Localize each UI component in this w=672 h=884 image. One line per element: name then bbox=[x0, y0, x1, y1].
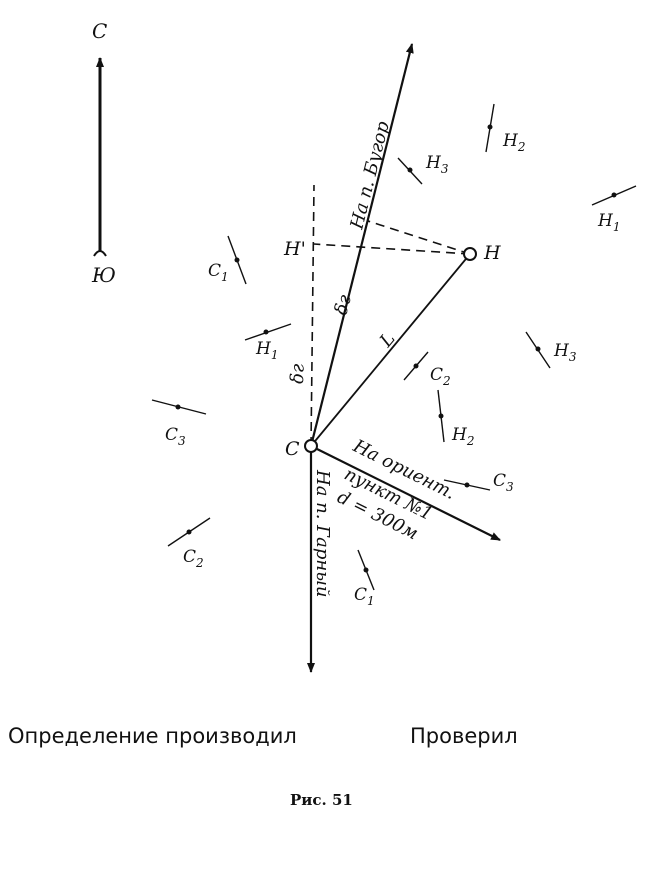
compass-north-label: С bbox=[92, 19, 107, 43]
mark-letter: С bbox=[493, 471, 506, 491]
mark-letter: С bbox=[183, 547, 196, 567]
mark-subscript: 1 bbox=[613, 220, 621, 234]
mark-label: С3 bbox=[165, 425, 186, 448]
label-point-h: Н bbox=[483, 242, 501, 264]
mark-subscript: 2 bbox=[517, 140, 526, 154]
mark-label: Н1 bbox=[255, 339, 278, 362]
mark-label: С2 bbox=[183, 547, 204, 570]
mark-label: Н1 bbox=[597, 211, 620, 234]
mark-subscript: 3 bbox=[441, 162, 449, 176]
mark-c2-middle: С2 bbox=[403, 351, 451, 388]
compass: С Ю bbox=[91, 19, 116, 287]
mark-subscript: 3 bbox=[569, 350, 577, 364]
point-h bbox=[463, 247, 477, 261]
label-angle-2: δг bbox=[287, 364, 309, 385]
line-L bbox=[310, 253, 471, 447]
mark-subscript: 3 bbox=[506, 480, 514, 494]
mark-letter: С bbox=[354, 585, 367, 605]
mark-subscript: 2 bbox=[442, 374, 451, 388]
label-to-bugor: На п. Бугор bbox=[346, 119, 394, 233]
point-c bbox=[304, 439, 318, 453]
compass-tail-icon bbox=[93, 250, 107, 257]
mark-label: С3 bbox=[493, 471, 514, 494]
mark-label: С1 bbox=[208, 261, 229, 284]
mark-letter: Н bbox=[425, 153, 442, 173]
mark-label: Н2 bbox=[502, 131, 525, 154]
compass-south-label: Ю bbox=[91, 263, 116, 287]
mark-h1-right: Н1 bbox=[591, 185, 637, 234]
figure-caption: Рис. 51 bbox=[290, 791, 353, 809]
label-point-hprime: Н' bbox=[283, 238, 306, 260]
mark-c1-lower: С1 bbox=[354, 549, 375, 608]
mark-h3-right: Н3 bbox=[525, 331, 577, 369]
mark-subscript: 1 bbox=[221, 270, 229, 284]
mark-letter: Н bbox=[597, 211, 614, 231]
mark-letter: Н bbox=[502, 131, 519, 151]
observation-marks: Н2 Н3 Н1 С1 Н1 Н3 С2 bbox=[151, 103, 637, 608]
mark-h2-upper: Н2 bbox=[485, 103, 525, 154]
mark-letter: Н bbox=[451, 425, 468, 445]
mark-subscript: 3 bbox=[178, 434, 186, 448]
main-lines bbox=[307, 43, 501, 673]
label-L: L bbox=[375, 329, 399, 352]
mark-letter: С bbox=[208, 261, 221, 281]
footer-determined-by: Определение производил bbox=[8, 724, 297, 748]
label-point-c: С bbox=[285, 438, 300, 460]
mark-subscript: 2 bbox=[195, 556, 204, 570]
label-to-garny: На п. Гарный bbox=[312, 469, 333, 597]
mark-c1-upper: С1 bbox=[208, 235, 247, 285]
mark-label: Н3 bbox=[553, 341, 577, 364]
mark-label: С2 bbox=[430, 365, 451, 388]
mark-label: Н3 bbox=[425, 153, 449, 176]
dashed-north-line bbox=[310, 184, 315, 447]
mark-label: С1 bbox=[354, 585, 375, 608]
mark-subscript: 1 bbox=[271, 348, 279, 362]
mark-letter: С bbox=[430, 365, 443, 385]
mark-c3-right: С3 bbox=[443, 471, 514, 494]
dashed-h-to-hprime bbox=[313, 243, 471, 255]
label-angle-1: δг bbox=[331, 293, 356, 318]
mark-subscript: 2 bbox=[466, 434, 475, 448]
mark-letter: Н bbox=[255, 339, 272, 359]
mark-h1-left: Н1 bbox=[244, 323, 292, 362]
mark-letter: Н bbox=[553, 341, 570, 361]
footer-checked-by: Проверил bbox=[410, 724, 518, 748]
line-to-orient bbox=[310, 445, 501, 541]
mark-label: Н2 bbox=[451, 425, 474, 448]
mark-c2-lower: С2 bbox=[167, 517, 211, 570]
mark-subscript: 1 bbox=[367, 594, 375, 608]
mark-letter: С bbox=[165, 425, 178, 445]
mark-h3-upper: Н3 bbox=[397, 153, 449, 185]
dashed-h-to-bugor bbox=[367, 220, 471, 255]
mark-c3-left: С3 bbox=[151, 399, 207, 448]
mark-h2-lower: Н2 bbox=[437, 389, 474, 448]
line-to-bugor bbox=[309, 43, 414, 447]
